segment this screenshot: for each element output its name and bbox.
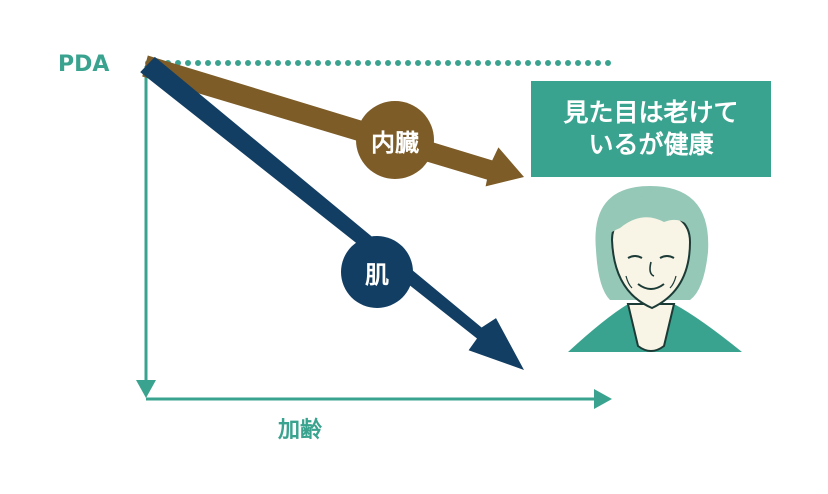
y-axis-arrowhead: [136, 380, 156, 398]
naizo-bubble: 内臓: [356, 101, 434, 179]
x-axis-arrowhead: [594, 389, 612, 409]
y-axis-label: PDA: [58, 52, 110, 77]
hada-bubble: 肌: [341, 236, 413, 308]
x-axis-label: 加齢: [278, 418, 323, 443]
naizo-arrow: [142, 55, 524, 187]
callout-line-1: 見た目は老けて: [563, 97, 739, 127]
callout-line-2: いるが健康: [588, 130, 714, 159]
hada-arrow: [140, 56, 524, 371]
elderly-woman-icon: [568, 186, 742, 352]
callout-box: 見た目は老けて いるが健康: [531, 81, 771, 177]
